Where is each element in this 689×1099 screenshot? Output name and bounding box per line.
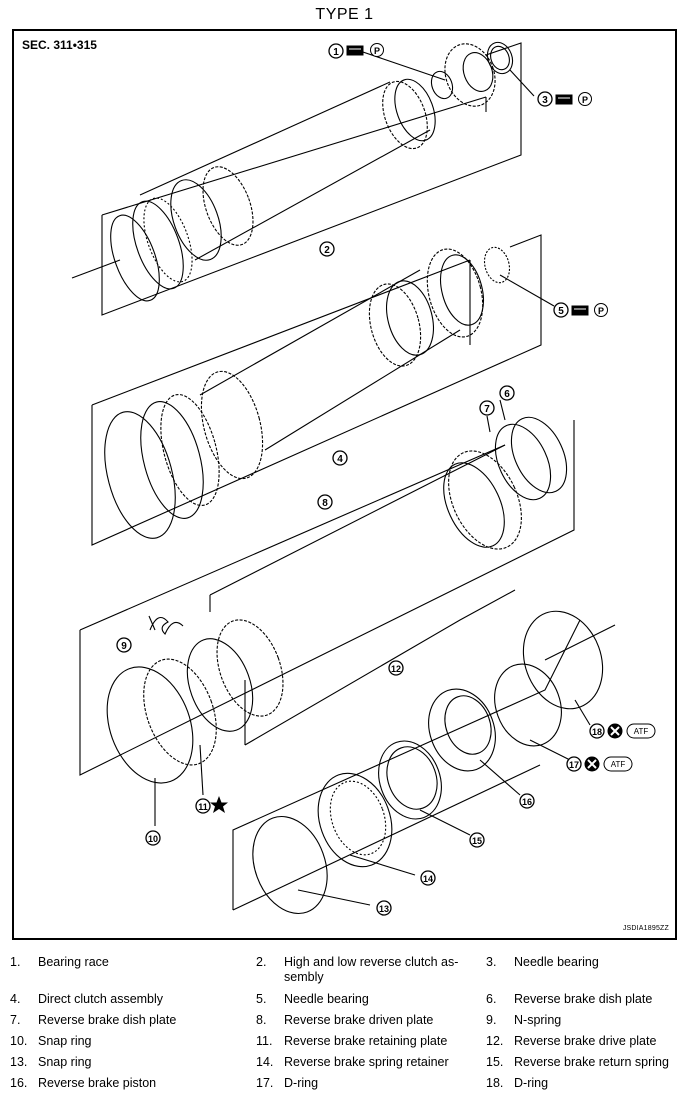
callout-6-label: 6	[504, 389, 510, 400]
callout-12-label: 12	[391, 664, 401, 674]
callout-9-label: 9	[121, 641, 127, 652]
callout-7-label: 7	[484, 404, 490, 415]
legend-num: 4.	[10, 992, 21, 1006]
legend-label: Reverse brake dish plate	[514, 992, 653, 1006]
callout-17: 17	[566, 756, 582, 772]
atf-icon-17: ATF	[603, 756, 633, 772]
diagram-frame	[12, 29, 677, 940]
legend-num: 2.	[256, 955, 267, 969]
callout-7: 7	[479, 400, 495, 416]
callout-11: 11	[195, 798, 211, 814]
callout-6: 6	[499, 385, 515, 401]
callout-8: 8	[317, 494, 333, 510]
legend-num: 16.	[10, 1076, 28, 1090]
legend-num: 1.	[10, 955, 21, 969]
oil-can-icon-3	[555, 94, 573, 105]
callout-14-label: 14	[423, 874, 433, 884]
callout-16-label: 16	[522, 797, 532, 807]
callout-8-label: 8	[322, 498, 328, 509]
callout-1-label: 1	[333, 47, 339, 58]
callout-3: 3	[537, 91, 553, 107]
callout-4: 4	[332, 450, 348, 466]
callout-4-label: 4	[337, 454, 343, 465]
callout-15: 15	[469, 832, 485, 848]
legend-label: Needle bearing	[514, 955, 599, 969]
legend-num: 12.	[486, 1034, 504, 1048]
badge-atf-18: ATF	[634, 727, 649, 736]
reverse-brake-group-13	[232, 610, 616, 915]
legend-label: D-ring	[284, 1076, 319, 1090]
callout-10-label: 10	[148, 834, 158, 844]
legend-label: Reverse brake driven plate	[284, 1013, 434, 1027]
petroleum-jelly-icon-3: P	[578, 92, 592, 106]
legend-num: 6.	[486, 992, 497, 1006]
callout-18-label: 18	[592, 727, 602, 737]
legend-label: High and low reverse clutch as-sembly	[284, 955, 459, 984]
callout-5-label: 5	[558, 306, 564, 317]
callout-2: 2	[319, 241, 335, 257]
grease-symbols: P P P ATF ATF	[210, 43, 656, 813]
legend-label: Direct clutch assembly	[38, 992, 164, 1006]
badge-p-1: P	[374, 46, 380, 56]
legend-num: 17.	[256, 1076, 274, 1090]
legend-num: 8.	[256, 1013, 267, 1027]
callout-17-label: 17	[569, 760, 579, 770]
legend-label: Snap ring	[38, 1055, 92, 1069]
legend-label: Needle bearing	[284, 992, 369, 1006]
oil-can-icon-5	[571, 305, 589, 316]
legend-label: Reverse brake dish plate	[38, 1013, 177, 1027]
legend-label: D-ring	[514, 1076, 549, 1090]
legend-label: Reverse brake drive plate	[514, 1034, 657, 1048]
callout-3-label: 3	[542, 95, 548, 106]
badge-p-3: P	[582, 95, 588, 105]
legend-num: 7.	[10, 1013, 21, 1027]
legend-label: Reverse brake piston	[38, 1076, 157, 1090]
callout-5: 5	[553, 302, 569, 318]
oil-can-icon-1	[346, 45, 364, 56]
reverse-brake-group-12	[106, 589, 516, 826]
legend-label: Snap ring	[38, 1034, 92, 1048]
section-label: SEC. 311•315	[22, 38, 97, 52]
callout-13: 13	[376, 900, 392, 916]
legend-label: Bearing race	[38, 955, 109, 969]
callout-18: 18	[589, 723, 605, 739]
legend-num: 11.	[256, 1034, 273, 1048]
figure-code: JSDIA1895ZZ	[622, 925, 669, 932]
badge-p-5: P	[598, 306, 604, 316]
callout-16: 16	[519, 793, 535, 809]
callout-1: 1	[328, 43, 344, 59]
do-not-reuse-icon-18	[607, 723, 623, 739]
callout-9: 9	[116, 637, 132, 653]
legend-num: 3.	[486, 955, 497, 969]
legend-num: 18.	[486, 1076, 504, 1090]
clutch-assembly-4	[91, 234, 542, 546]
callout-12: 12	[388, 660, 404, 676]
legend-num: 13.	[10, 1055, 28, 1069]
petroleum-jelly-icon-5: P	[594, 303, 608, 317]
callout-11-label: 11	[198, 802, 208, 812]
legend-num: 9.	[486, 1013, 497, 1027]
star-icon	[210, 796, 228, 813]
callout-10: 10	[145, 830, 161, 846]
legend-num: 5.	[256, 992, 267, 1006]
petroleum-jelly-icon-1: P	[370, 43, 384, 57]
badge-atf-17: ATF	[611, 760, 626, 769]
legend-label: Reverse brake return spring	[514, 1055, 669, 1069]
callout-14: 14	[420, 870, 436, 886]
legend-num: 10.	[10, 1034, 28, 1048]
callout-13-label: 13	[379, 904, 389, 914]
atf-icon-18: ATF	[626, 723, 656, 739]
callout-2-label: 2	[324, 245, 330, 256]
legend-label: Reverse brake spring retainer	[284, 1055, 449, 1069]
do-not-reuse-icon-17	[584, 756, 600, 772]
exploded-view-diagram: 1 2 3 4 5 6 7 8 9 10 11 12 13 14 15 16 1…	[71, 41, 656, 916]
callout-15-label: 15	[472, 836, 482, 846]
clutch-assembly-2	[71, 41, 522, 316]
page-title: TYPE 1	[315, 6, 374, 23]
reverse-brake-group-8	[79, 416, 575, 776]
legend-num: 15.	[486, 1055, 504, 1069]
legend-label: Reverse brake retaining plate	[284, 1034, 448, 1048]
legend-num: 14.	[256, 1055, 274, 1069]
legend-label: N-spring	[514, 1013, 562, 1027]
